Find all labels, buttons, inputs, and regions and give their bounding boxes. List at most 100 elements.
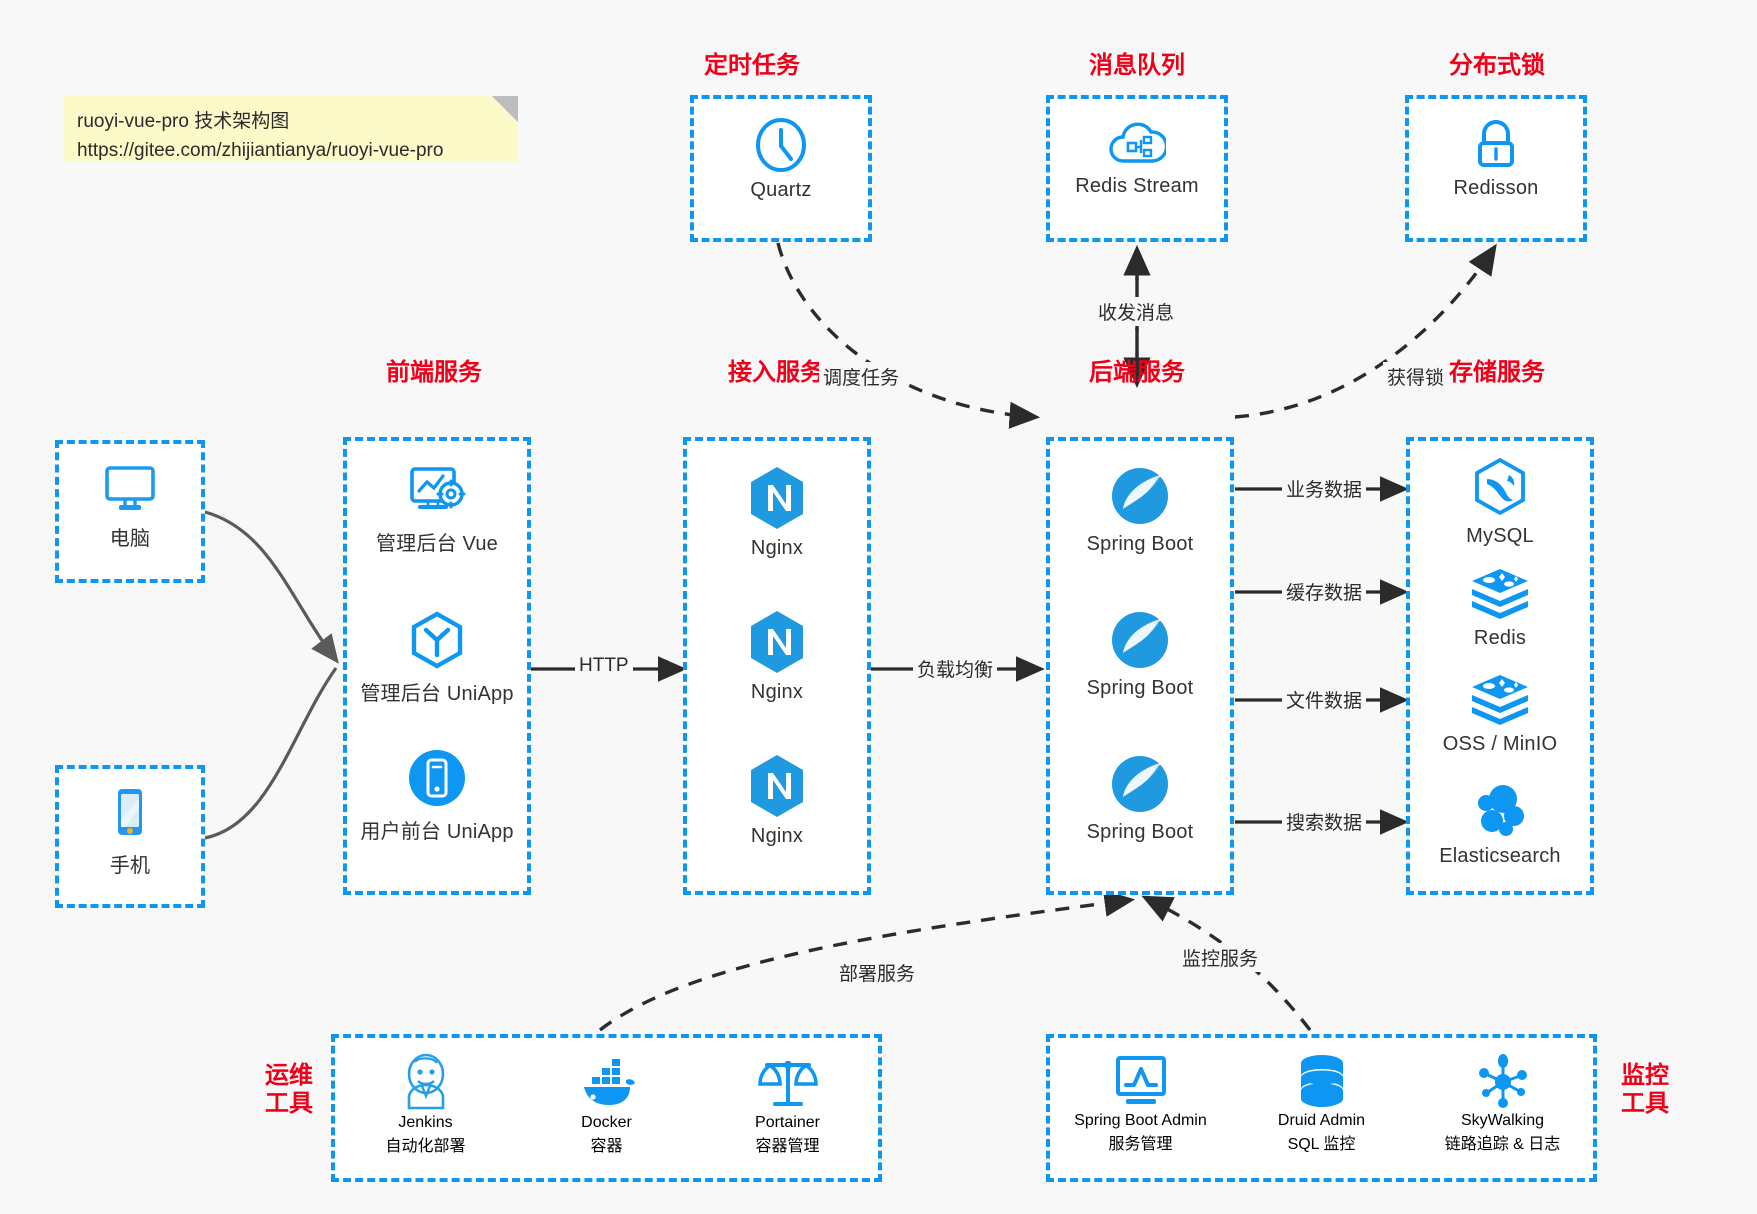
node-desc: 容器: [590, 1138, 623, 1155]
note-url: https://gitee.com/zhijiantianya/ruoyi-vu…: [77, 139, 444, 161]
group-box-ops-tools: Jenkins 自动化部署 Docker 容器: [331, 1034, 882, 1182]
mysql-dolphin-icon: [1475, 457, 1525, 516]
group-box-distributed-lock: Redisson: [1405, 95, 1587, 242]
node-desktop[interactable]: 电脑: [59, 460, 201, 551]
spring-leaf-icon: [1112, 756, 1168, 812]
nginx-icon: [751, 467, 803, 529]
group-title-frontend: 前端服务: [386, 359, 482, 386]
note-fold-corner: [492, 96, 518, 122]
group-box-backend: Spring Boot Spring Boot Spring Boot: [1046, 437, 1234, 895]
node-nginx-1[interactable]: Nginx: [687, 465, 867, 560]
edge-label-cache-data: 缓存数据: [1282, 577, 1367, 606]
group-box-gateway: Nginx Nginx Nginx: [683, 437, 871, 895]
group-box-storage: MySQL Redis OS: [1406, 437, 1594, 895]
group-title-gateway: 接入服务: [728, 359, 824, 386]
node-springboot-3[interactable]: Spring Boot: [1050, 753, 1230, 844]
node-admin-uniapp[interactable]: 管理后台 UniApp: [347, 609, 527, 706]
node-portainer[interactable]: Portainer 容器管理: [697, 1052, 878, 1156]
node-name: Druid Admin: [1277, 1112, 1366, 1129]
node-redis-stream[interactable]: Redis Stream: [1050, 117, 1224, 198]
node-desc: SQL 监控: [1287, 1136, 1356, 1153]
monitor-title-line2: 工具: [1621, 1089, 1669, 1117]
group-box-frontend: 管理后台 Vue 管理后台 UniApp 用户前台 UniApp: [343, 437, 531, 895]
lock-icon: [1478, 120, 1514, 167]
node-mobile[interactable]: 手机: [59, 785, 201, 878]
node-name: SkyWalking: [1461, 1112, 1544, 1129]
nginx-icon: [751, 755, 803, 817]
monitor-title-line1: 监控: [1621, 1062, 1669, 1089]
note-title: ruoyi-vue-pro 技术架构图: [77, 111, 290, 132]
node-spring-boot-admin[interactable]: Spring Boot Admin 服务管理: [1050, 1052, 1231, 1154]
edge-label-monitor-service: 监控服务: [1178, 943, 1263, 972]
node-label: Nginx: [750, 537, 804, 559]
docker-whale-icon: [583, 1059, 635, 1105]
node-label: Redisson: [1453, 177, 1539, 199]
node-label: 电脑: [109, 528, 151, 550]
node-label: MySQL: [1466, 525, 1534, 547]
node-label: Nginx: [750, 681, 804, 703]
group-title-distributed-lock: 分布式锁: [1449, 52, 1545, 79]
node-name: Spring Boot Admin: [1074, 1112, 1207, 1129]
edge-label-acquire-lock: 获得锁: [1383, 362, 1449, 391]
node-desc: 容器管理: [755, 1138, 820, 1155]
edge-label-load-balance: 负载均衡: [913, 654, 998, 683]
node-nginx-2[interactable]: Nginx: [687, 609, 867, 704]
node-springboot-2[interactable]: Spring Boot: [1050, 609, 1230, 700]
node-jenkins[interactable]: Jenkins 自动化部署: [335, 1052, 516, 1156]
node-label: Elasticsearch: [1439, 845, 1561, 867]
node-quartz[interactable]: Quartz: [694, 117, 868, 202]
ops-title-line2: 工具: [265, 1089, 313, 1117]
database-stack-icon: [1300, 1055, 1343, 1107]
ops-title-line1: 运维: [265, 1062, 313, 1089]
scales-icon: [757, 1061, 818, 1106]
skywalking-nodes-icon: [1478, 1054, 1527, 1108]
group-box-scheduled-task: Quartz: [690, 95, 872, 242]
group-box-client-desktop: 电脑: [55, 440, 205, 583]
cloud-stream-icon: [1109, 122, 1166, 163]
jenkins-butler-icon: [407, 1053, 444, 1110]
node-label: Redis: [1473, 627, 1527, 649]
node-label: 手机: [109, 855, 151, 877]
node-user-uniapp[interactable]: 用户前台 UniApp: [347, 747, 527, 844]
node-desc: 自动化部署: [385, 1138, 466, 1155]
node-label: Nginx: [750, 825, 804, 847]
node-label: OSS / MinIO: [1442, 733, 1558, 755]
redis-stack-icon: [1472, 675, 1528, 725]
node-springboot-1[interactable]: Spring Boot: [1050, 465, 1230, 556]
phone-circle-icon: [409, 750, 465, 806]
node-redis[interactable]: Redis: [1410, 567, 1590, 650]
node-redisson[interactable]: Redisson: [1409, 117, 1583, 200]
diagram-note: ruoyi-vue-pro 技术架构图 https://gitee.com/zh…: [63, 96, 518, 162]
node-docker[interactable]: Docker 容器: [516, 1052, 697, 1156]
node-name: Jenkins: [398, 1114, 453, 1131]
redis-stack-icon: [1472, 569, 1528, 619]
cube-y-icon: [411, 611, 463, 669]
spring-leaf-icon: [1112, 468, 1168, 524]
node-oss-minio[interactable]: OSS / MinIO: [1410, 673, 1590, 756]
group-title-monitor-tools: 监控 工具: [1614, 1062, 1676, 1117]
edge-label-deploy-service: 部署服务: [835, 958, 920, 987]
node-label: 管理后台 Vue: [375, 533, 498, 555]
group-title-storage: 存储服务: [1449, 359, 1545, 386]
desktop-monitor-icon: [105, 466, 155, 510]
node-mysql[interactable]: MySQL: [1410, 457, 1590, 548]
dashboard-gear-icon: [410, 467, 466, 509]
node-druid-admin[interactable]: Druid Admin SQL 监控: [1231, 1052, 1412, 1154]
node-name: Docker: [581, 1114, 632, 1131]
node-skywalking[interactable]: SkyWalking 链路追踪 & 日志: [1412, 1052, 1593, 1154]
node-desc: 服务管理: [1108, 1136, 1173, 1153]
edge-label-search-data: 搜索数据: [1282, 807, 1367, 836]
node-admin-vue[interactable]: 管理后台 Vue: [347, 463, 527, 556]
edge-label-http: HTTP: [575, 654, 633, 678]
node-label: Redis Stream: [1075, 175, 1199, 197]
node-nginx-3[interactable]: Nginx: [687, 753, 867, 848]
nginx-icon: [751, 611, 803, 673]
group-box-message-queue: Redis Stream: [1046, 95, 1228, 242]
group-title-message-queue: 消息队列: [1089, 52, 1185, 79]
node-label: Spring Boot: [1086, 821, 1194, 843]
edge-label-business-data: 业务数据: [1282, 474, 1367, 503]
node-elasticsearch[interactable]: Elasticsearch: [1410, 781, 1590, 868]
elasticsearch-icon: [1478, 785, 1524, 836]
group-title-ops-tools: 运维 工具: [258, 1062, 320, 1117]
